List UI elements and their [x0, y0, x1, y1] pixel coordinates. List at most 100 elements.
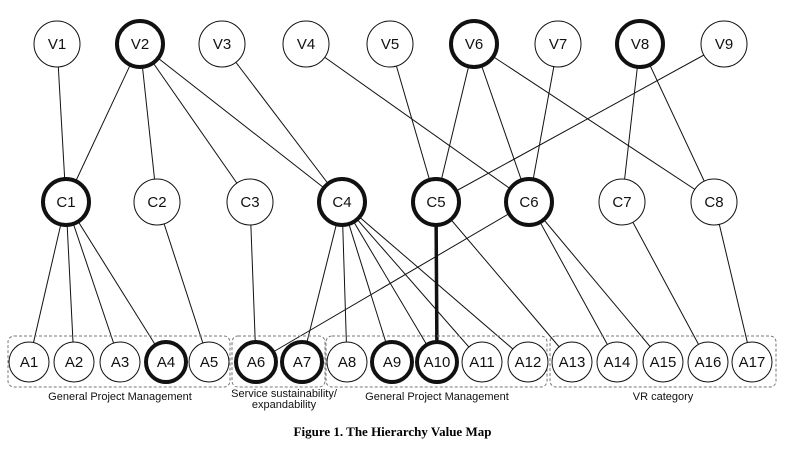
node-v7: V7	[534, 20, 582, 68]
node-v3: V3	[198, 20, 246, 68]
node-label-a15: A15	[650, 354, 677, 371]
node-label-v6: V6	[465, 36, 483, 53]
node-label-a8: A8	[338, 354, 356, 371]
edge-c4-a11	[341, 201, 483, 363]
edge-v2-c4	[139, 43, 343, 203]
node-label-a10: A10	[424, 354, 451, 371]
node-a16: A16	[687, 341, 729, 383]
node-a12: A12	[507, 341, 549, 383]
node-circle-a15	[642, 341, 684, 383]
edge-c4-a10	[341, 201, 438, 363]
edge-c7-a16	[621, 201, 709, 363]
node-label-a16: A16	[695, 354, 722, 371]
edge-v4-c6	[305, 43, 530, 203]
figure-caption: Figure 1. The Hierarchy Value Map	[293, 424, 492, 439]
group-label-3: General Project Management	[365, 391, 509, 403]
node-circle-c4	[317, 177, 367, 227]
group-box-1	[7, 335, 231, 388]
node-circle-a9	[370, 340, 414, 384]
edge-v8-c7	[621, 43, 641, 203]
node-a4: A4	[144, 340, 188, 384]
edge-v2-c2	[139, 43, 158, 203]
node-label-c8: C8	[704, 194, 723, 211]
node-a3: A3	[99, 341, 141, 383]
node-label-c5: C5	[426, 194, 445, 211]
node-label-a6: A6	[247, 354, 265, 371]
node-circle-a11	[461, 341, 503, 383]
node-a5: A5	[188, 341, 230, 383]
node-circle-a2	[53, 341, 95, 383]
node-c2: C2	[133, 178, 181, 226]
node-a2: A2	[53, 341, 95, 383]
node-a15: A15	[642, 341, 684, 383]
node-label-v2: V2	[131, 36, 149, 53]
node-label-a17: A17	[739, 354, 766, 371]
node-c6: C6	[504, 177, 554, 227]
group-label-1: General Project Management	[48, 391, 192, 403]
edge-c1-a1	[28, 201, 67, 363]
node-circle-a10	[415, 340, 459, 384]
node-circle-a16	[687, 341, 729, 383]
edge-c1-a4	[65, 201, 167, 363]
group-box-2	[231, 335, 326, 388]
node-label-c4: C4	[332, 194, 351, 211]
node-circle-a13	[551, 341, 593, 383]
node-circle-a14	[596, 341, 638, 383]
node-v4: V4	[282, 20, 330, 68]
node-circle-v3	[198, 20, 246, 68]
node-circle-v9	[700, 20, 748, 68]
node-circle-v4	[282, 20, 330, 68]
node-v5: V5	[366, 20, 414, 68]
node-a10: A10	[415, 340, 459, 384]
node-circle-v1	[33, 20, 81, 68]
node-a8: A8	[326, 341, 368, 383]
group-box-4	[549, 335, 777, 388]
node-label-v8: V8	[631, 36, 649, 53]
node-label-c1: C1	[56, 194, 75, 211]
node-circle-v6	[449, 19, 499, 69]
edge-v5-c5	[389, 43, 437, 203]
node-a14: A14	[596, 341, 638, 383]
node-v9: V9	[700, 20, 748, 68]
edge-c6-a6	[255, 201, 530, 363]
node-c4: C4	[317, 177, 367, 227]
edges-layer	[28, 43, 753, 363]
node-c5: C5	[411, 177, 461, 227]
edge-c3-a6	[249, 201, 257, 363]
edge-c4-a7	[301, 201, 343, 363]
node-circle-a6	[234, 340, 278, 384]
node-circle-c6	[504, 177, 554, 227]
edge-c1-a3	[65, 201, 121, 363]
node-label-c7: C7	[612, 194, 631, 211]
node-a9: A9	[370, 340, 414, 384]
node-circle-v7	[534, 20, 582, 68]
node-a17: A17	[731, 341, 773, 383]
edge-v6-c5	[435, 43, 475, 203]
edge-v2-c1	[65, 43, 141, 203]
edge-v6-c8	[473, 43, 715, 203]
node-v6: V6	[449, 19, 499, 69]
node-circle-a1	[8, 341, 50, 383]
node-circle-v8	[615, 19, 665, 69]
edge-v6-c6	[473, 43, 530, 203]
node-circle-v5	[366, 20, 414, 68]
edge-c5-a13	[435, 201, 573, 363]
node-label-v9: V9	[715, 36, 733, 53]
node-label-a12: A12	[515, 354, 542, 371]
node-circle-c8	[690, 178, 738, 226]
node-label-a2: A2	[65, 354, 83, 371]
node-label-a14: A14	[604, 354, 631, 371]
node-label-v5: V5	[381, 36, 399, 53]
edge-c8-a17	[713, 201, 753, 363]
node-a7: A7	[280, 340, 324, 384]
node-a11: A11	[461, 341, 503, 383]
node-label-a13: A13	[559, 354, 586, 371]
node-label-v4: V4	[297, 36, 315, 53]
edge-v9-c5	[435, 43, 725, 203]
node-label-c2: C2	[147, 194, 166, 211]
node-a6: A6	[234, 340, 278, 384]
node-c7: C7	[598, 178, 646, 226]
